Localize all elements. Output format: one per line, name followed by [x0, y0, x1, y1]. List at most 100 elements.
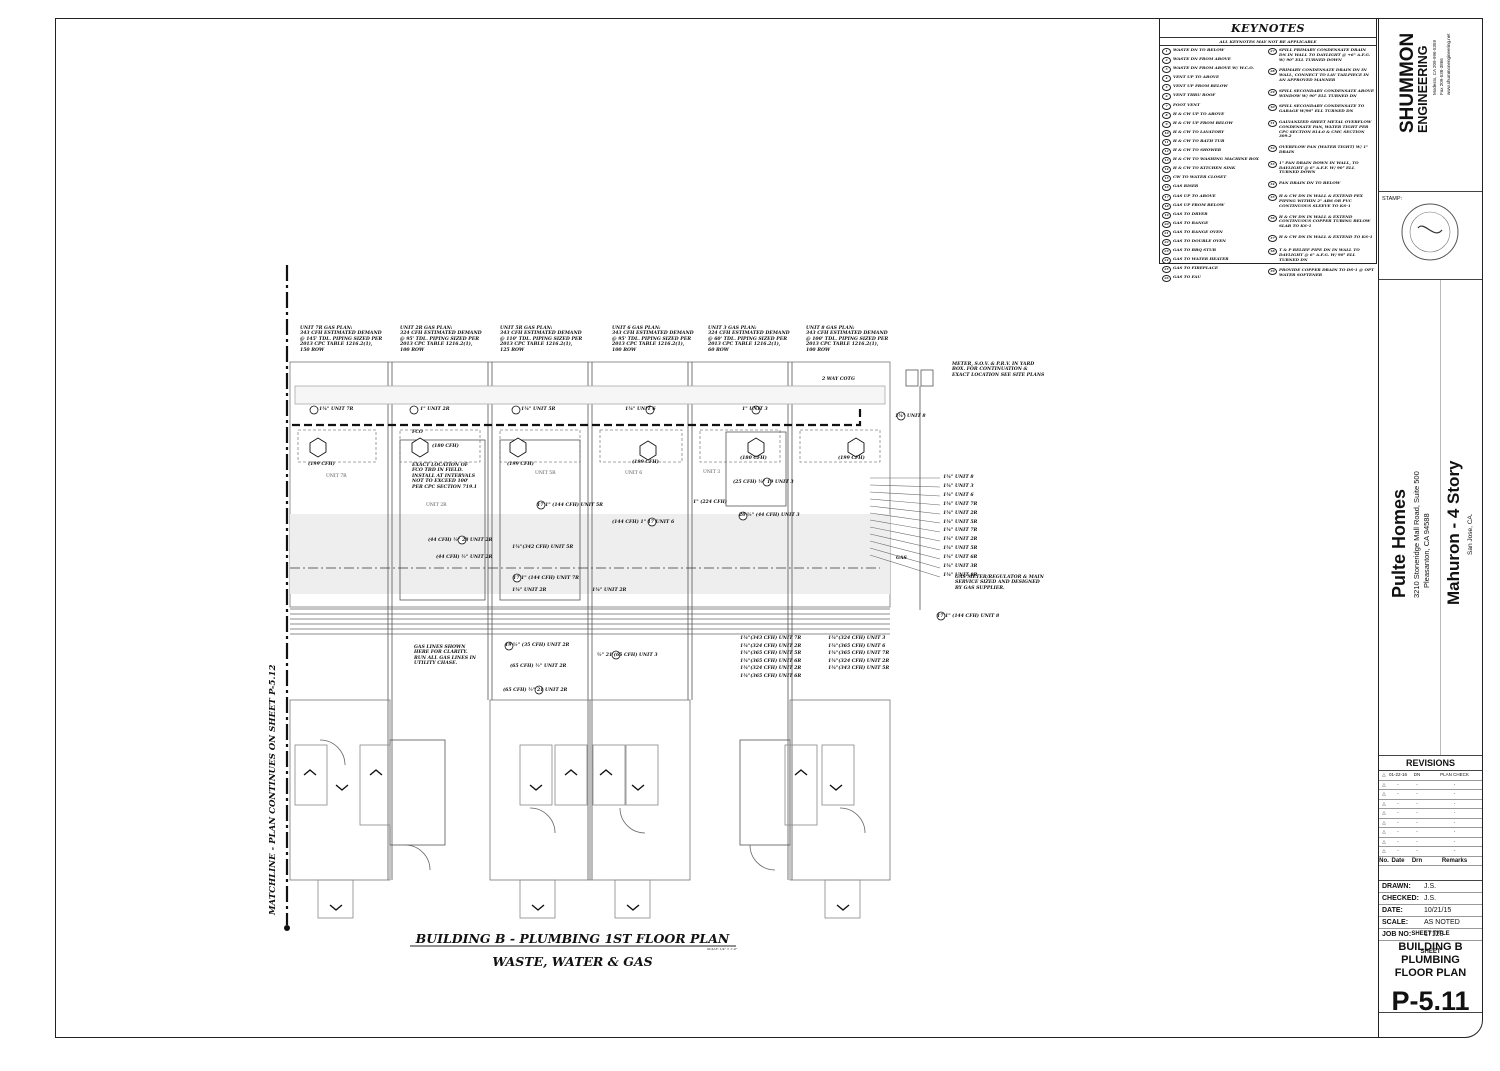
sheet-title-line: PLUMBING: [1401, 954, 1460, 966]
gas-callout: 1¼" UNIT 2R: [512, 588, 547, 593]
wh-cfh-unit-6: (199 CFH): [632, 460, 659, 465]
revision-row: △---: [1379, 819, 1482, 828]
plan-scale: SCALE: 1/4" = 1'-0": [707, 947, 738, 951]
room-label-unit-7r: UNIT 7R: [326, 474, 347, 479]
sheet-title-label: SHEET TITLE: [1411, 931, 1450, 937]
client-section: Pulte Homes 3210 Stoneridge Mall Road, S…: [1379, 280, 1482, 755]
gas-label: GAS: [896, 556, 907, 561]
gas-callout: 1¼"(342 CFH) UNIT 5R: [512, 545, 574, 550]
gas-callout: (25 CFH) ½" 19 UNIT 3: [733, 480, 794, 485]
revision-row: △---: [1379, 790, 1482, 800]
fco-label: FCO: [412, 430, 423, 435]
revision-row: △---: [1379, 800, 1482, 809]
room-label-unit-3: UNIT 3: [703, 470, 721, 475]
drawing-sheet-border: [55, 18, 1483, 1038]
client-address-2: Pleasanton, CA 94588: [1422, 513, 1431, 588]
gas-callout: 17 1" (144 CFH) UNIT 7R: [513, 576, 579, 581]
sheet-title-line: FLOOR PLAN: [1394, 967, 1467, 979]
info-row-date: DATE:10/21/15: [1379, 905, 1482, 917]
cotg-label: 2 WAY COTG: [822, 377, 855, 382]
stamp-section: STAMP:: [1379, 192, 1482, 280]
gas-callout: ½" 21 (65 CFH) UNIT 3: [597, 653, 658, 658]
revision-row: △---: [1379, 781, 1482, 790]
wh-callout-unit-3: 1" UNIT 3: [742, 407, 768, 412]
revision-row: △---: [1379, 838, 1482, 847]
revision-row: △---: [1379, 847, 1482, 857]
firm-phone: Modesto, CA 209-996-5359: [1432, 39, 1437, 95]
gas-callout: (144 CFH) 1" 17 UNIT 6: [612, 520, 675, 525]
gas-plan-note-unit-6: UNIT 6 GAS PLAN:343 CFH ESTIMATED DEMAND…: [612, 326, 694, 353]
gas-callout: 20 ½" (44 CFH) UNIT 3: [739, 513, 800, 518]
wh-cfh-unit-3: (180 CFH): [740, 456, 767, 461]
room-label-unit-5r: UNIT 5R: [535, 471, 556, 476]
gas-plan-note-unit-5r: UNIT 5R GAS PLAN:343 CFH ESTIMATED DEMAN…: [500, 326, 583, 353]
wh-callout-unit-5r: 1¼" UNIT 5R: [521, 407, 556, 412]
engineer-stamp-seal: [1401, 203, 1459, 261]
project-location: San Jose, CA.: [1467, 513, 1474, 555]
wh-callout-unit-2r: 1" UNIT 2R: [420, 407, 450, 412]
stamp-label: STAMP:: [1382, 196, 1403, 202]
gas-callout: 17 1" (144 CFH) UNIT 8: [937, 614, 1000, 619]
sheet-title-line: BUILDING B: [1398, 941, 1463, 953]
gas-plan-note-unit-7r: UNIT 7R GAS PLAN:343 CFH ESTIMATED DEMAN…: [300, 326, 383, 353]
title-block: SHUMMON ENGINEERING Modesto, CA 209-996-…: [1378, 18, 1483, 1038]
revision-row: △---: [1379, 828, 1482, 838]
wh-callout-unit-8: 1¼" UNIT 8: [895, 414, 926, 419]
firm-fax: Fax 209-538-3866: [1439, 58, 1444, 95]
sheet-title-section: SHEET TITLE BUILDING B PLUMBING FLOOR PL…: [1379, 931, 1482, 1013]
project-name: Mahuron - 4 Story: [1444, 460, 1463, 605]
gas-callout: (44 CFH) ½" UNIT 2R: [436, 555, 493, 560]
room-label-unit-2r: UNIT 2R: [426, 503, 447, 508]
wh-cfh-unit-7r: (199 CFH): [308, 462, 335, 467]
gas-callout: (44 CFH) ½" 28 UNIT 2R: [428, 538, 493, 543]
keynotes-panel: KEYNOTES ALL KEYNOTES MAY NOT BE APPLICA…: [1159, 18, 1377, 283]
revisions-title: REVISIONS: [1379, 756, 1482, 771]
wh-cfh-unit-8: (199 CFH): [838, 456, 865, 461]
client-name: Pulte Homes: [1389, 488, 1409, 598]
keynotes-title: KEYNOTES: [1231, 22, 1305, 35]
matchline-label: MATCHLINE - PLAN CONTINUES ON SHEET P-5.…: [268, 664, 278, 915]
info-row-job-no: JOB NO:17128: [1379, 929, 1482, 941]
gas-plan-note-unit-8: UNIT 8 GAS PLAN:343 CFH ESTIMATED DEMAND…: [806, 326, 889, 353]
wh-cfh-unit-5r: (199 CFH): [507, 462, 534, 467]
firm-web: www.shummonengineering.net: [1446, 33, 1451, 95]
keynotes-subtitle: ALL KEYNOTES MAY NOT BE APPLICABLE: [1160, 37, 1376, 46]
wh-callout-unit-7r: 1¼" UNIT 7R: [319, 407, 354, 412]
